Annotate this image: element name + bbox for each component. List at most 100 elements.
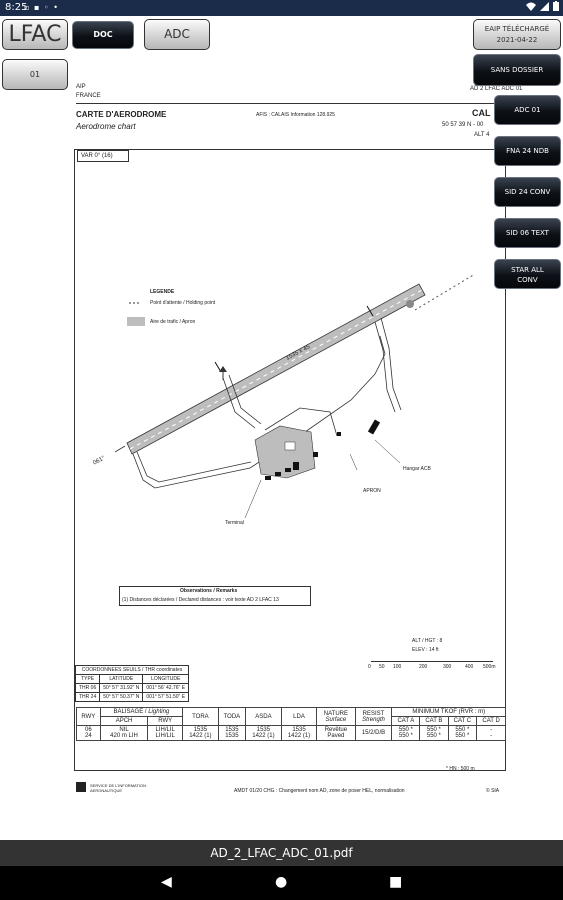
status-icons <box>526 1 559 14</box>
chart-title: CARTE D'AERODROME <box>76 110 167 119</box>
rwy-col-rwy: RWY <box>76 707 101 726</box>
balisage-label: BALISAGE / <box>113 709 147 715</box>
rwy-cell: 1535 1422 (1) <box>245 725 282 741</box>
coord-cell: 001° 57' 51.50" E <box>142 692 190 702</box>
coord-cell: 50° 57' 50.37" N <box>99 692 144 702</box>
side-menu-fna-24-ndb[interactable]: FNA 24 NDB <box>494 136 561 166</box>
aerodrome-diagram <box>114 273 476 519</box>
rwy-cell: 550 * 550 * <box>419 725 449 741</box>
chart-subtitle: Aerodrome chart <box>76 122 136 131</box>
legend-apron: Aire de trafic / Apron <box>150 319 196 325</box>
rwy-cell: 1535 1422 (1) <box>182 725 219 741</box>
notification-icons: ▫ ▪ ◦ • <box>24 3 59 12</box>
aerodrome-chart: VAR 0° (16) <box>74 149 506 771</box>
signal-icon <box>540 1 549 14</box>
file-name-bar: AD_2_LFAC_ADC_01.pdf <box>0 840 563 866</box>
rwy-cell: 550 * 550 * <box>391 725 421 741</box>
rwy-cell: Revêtue Paved <box>316 725 356 741</box>
rwy-cell: 1535 1535 <box>217 725 247 741</box>
footer-amdt: AMDT 01/20 CHG : Changement nom AD, zone… <box>234 788 405 794</box>
battery-icon <box>553 1 559 14</box>
lfac-button[interactable]: LFAC <box>2 19 68 50</box>
resist-label: RESIST <box>362 710 385 717</box>
table-row: THR 24 50° 57' 50.37" N 001° 57' 51.50" … <box>74 692 190 702</box>
scale-0: 0 <box>368 664 371 670</box>
side-menu-star-all-conv[interactable]: STAR ALL CONV <box>494 259 561 289</box>
surface-label: Surface <box>325 716 347 723</box>
elevation: ELEV : 14 ft <box>412 647 439 653</box>
page-01-button[interactable]: 01 <box>2 59 68 90</box>
rwy-col-asda: ASDA <box>245 707 282 726</box>
afis-info: AFIS : CALAIS Information 128.925 <box>256 112 335 118</box>
observations-text: (1) Distances déclarées / Declared dista… <box>122 597 279 603</box>
pdf-page[interactable]: AIP FRANCE AD 2 LFAC ADC 01 CARTE D'AERO… <box>74 84 522 810</box>
header-rule <box>76 103 496 104</box>
aerodrome-alt: ALT 4 <box>474 132 490 138</box>
coord-cell: THR 06 <box>74 683 101 693</box>
header-country: FRANCE <box>76 93 101 99</box>
coord-cell: 001° 56' 42.76" E <box>142 683 190 693</box>
coord-col-lon: LONGITUDE <box>142 674 190 684</box>
rwy-col-min-tkof: MINIMUM TKOF (RVR : m) <box>391 707 506 717</box>
rwy-cell: LIH/LIL LIH/LIL <box>147 725 184 741</box>
rwy-col-cat-d: CAT D <box>476 716 506 726</box>
scale-bar <box>371 661 493 662</box>
rwy-cell: NIL 420 m LIH <box>99 725 149 741</box>
recents-icon[interactable]: ■ <box>389 874 403 890</box>
aerodrome-coords: 50 57 39 N - 00 <box>442 122 484 128</box>
variation-box <box>77 150 129 162</box>
sia-logo-icon <box>76 782 86 792</box>
home-icon[interactable]: ● <box>275 874 288 890</box>
alt-hgt: ALT / HGT : 8 <box>412 638 443 644</box>
scale-50: 50 <box>379 664 385 670</box>
rwy-cell: 06 24 <box>76 725 101 741</box>
scale-500: 500m <box>483 664 496 670</box>
side-menu-sid-06-text[interactable]: SID 06 TEXT <box>494 218 561 248</box>
side-menu-sans-dossier[interactable]: SANS DOSSIER <box>473 54 561 86</box>
observations-title: Observations / Remarks <box>180 588 238 594</box>
header-ref: AD 2 LFAC ADC 01 <box>470 86 523 92</box>
adc-button[interactable]: ADC <box>144 19 210 50</box>
coord-col-lat: LATITUDE <box>99 674 144 684</box>
eaip-downloaded-button[interactable]: EAIP TÉLÉCHARGÉ 2021-04-22 <box>473 19 561 50</box>
runway-table: RWY BALISAGE / Lighting TORA TODA ASDA L… <box>76 707 506 741</box>
coord-col-type: TYPE <box>74 674 101 684</box>
status-bar: 8:25 ▫ ▪ ◦ • <box>0 0 563 16</box>
magnetic-variation: VAR 0° (16) <box>81 153 113 159</box>
chart-footer: SERVICE DE L'INFORMATION AERONAUTIQUE AM… <box>74 780 506 802</box>
aerodrome-ident: CAL <box>472 108 491 118</box>
label-hangar: Hangar ACB <box>403 466 431 472</box>
legend-holding: Point d'attente / Holding point <box>150 300 216 306</box>
label-apron: APRON <box>363 488 381 494</box>
side-menu-sid-24-conv[interactable]: SID 24 CONV <box>494 177 561 207</box>
rwy-col-cat-a: CAT A <box>391 716 421 726</box>
eaip-date-label: 2021-04-22 <box>496 36 538 44</box>
footer-sia: © SIA <box>486 788 500 794</box>
rwy-col-cat-c: CAT C <box>447 716 478 726</box>
rwy-col-rwy-light: RWY <box>147 716 184 726</box>
threshold-coordinates-table: COORDONNEES SEUILS / THR coordinates TYP… <box>74 665 190 702</box>
label-terminal: Terminal <box>225 520 244 526</box>
footer-org: SERVICE DE L'INFORMATION AERONAUTIQUE <box>90 783 146 793</box>
status-time: 8:25 <box>5 2 28 13</box>
scale-100: 100 <box>393 664 402 670</box>
nature-label: NATURE <box>323 710 348 717</box>
doc-terrain-button[interactable]: DOC TERRAIN <box>72 21 134 65</box>
strength-label: Strength <box>362 716 385 723</box>
scale-200: 200 <box>419 664 428 670</box>
scale-300: 300 <box>443 664 452 670</box>
coord-cell: 50° 57' 31.92" N <box>99 683 144 693</box>
rwy-cell: 15/2/D/B <box>354 725 393 741</box>
observations-box: Observations / Remarks (1) Distances déc… <box>119 586 311 606</box>
legend-title: LEGENDE <box>150 289 175 295</box>
rwy-cell: 550 * 550 * <box>447 725 478 741</box>
coord-header: COORDONNEES SEUILS / THR coordinates <box>74 665 190 675</box>
rwy-note: * HN : 500 m <box>446 766 475 772</box>
side-menu-adc-01[interactable]: ADC 01 <box>494 95 561 125</box>
back-icon[interactable]: ◀ <box>161 874 172 890</box>
coord-cell: THR 24 <box>74 692 101 702</box>
table-row: 06 24 NIL 420 m LIH LIH/LIL LIH/LIL 1535… <box>76 725 506 741</box>
